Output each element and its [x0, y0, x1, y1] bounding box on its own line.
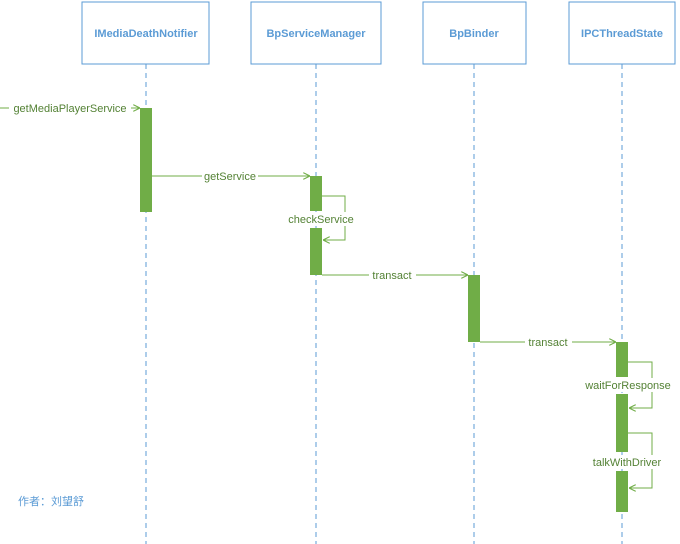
activation-imediadeathnotifier — [140, 108, 152, 212]
message-checkservice: checkService — [286, 195, 356, 240]
message-label: transact — [372, 270, 411, 282]
activation-ipcthreadstate-3 — [616, 471, 628, 512]
message-talkwithdriver: talkWithDriver — [586, 432, 669, 488]
message-label: waitForResponse — [584, 380, 671, 392]
activation-bpservicemanager-2 — [310, 228, 322, 275]
lifeline-bpbinder: BpBinder — [422, 1, 527, 65]
message-label: talkWithDriver — [593, 457, 662, 469]
lifeline-imediadeathnotifier: IMediaDeathNotifier — [81, 1, 210, 65]
activation-bpservicemanager-1 — [310, 176, 322, 211]
lifeline-ipcthreadstate: IPCThreadState — [568, 1, 676, 65]
activation-ipcthreadstate-1 — [616, 342, 628, 377]
message-label: getMediaPlayerService — [13, 103, 126, 115]
activation-bpbinder — [468, 275, 480, 342]
lifeline-title: IPCThreadState — [581, 28, 663, 40]
message-transact-2: transact — [480, 335, 616, 349]
author-note: 作者：刘望舒 — [18, 494, 84, 508]
message-transact-1: transact — [322, 268, 468, 282]
message-waitforresponse: waitForResponse — [582, 361, 674, 408]
lifeline-title: IMediaDeathNotifier — [94, 28, 198, 40]
message-label: checkService — [288, 214, 353, 226]
lifeline-title: BpBinder — [449, 28, 499, 40]
lifeline-bpservicemanager: BpServiceManager — [250, 1, 382, 65]
message-getservice: getService — [152, 169, 310, 183]
message-label: getService — [204, 171, 256, 183]
activation-ipcthreadstate-2 — [616, 394, 628, 452]
message-getmediaplayerservice: getMediaPlayerService — [0, 101, 140, 115]
lifeline-title: BpServiceManager — [266, 28, 366, 40]
message-label: transact — [528, 337, 567, 349]
